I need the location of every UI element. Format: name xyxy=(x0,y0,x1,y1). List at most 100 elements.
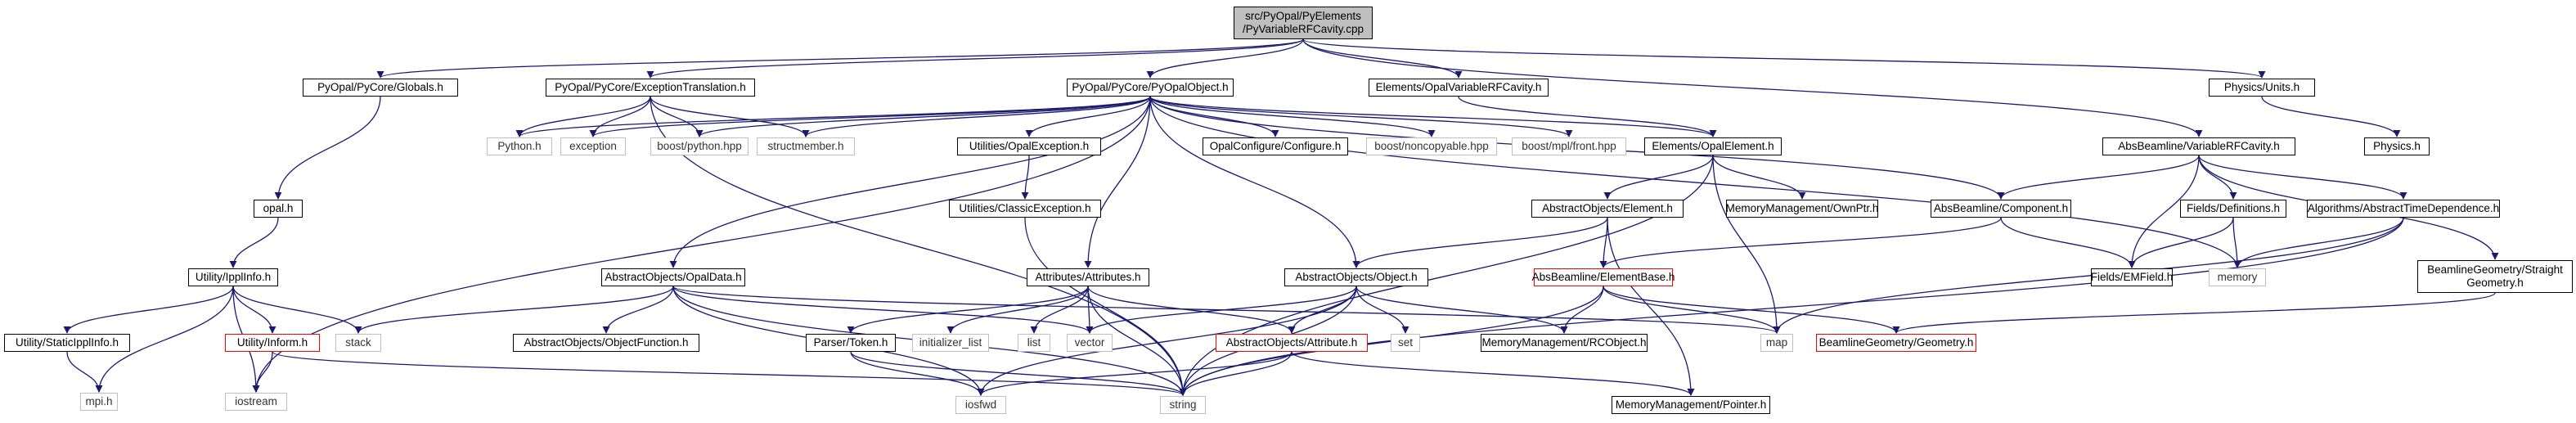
node-classic-exception-h[interactable]: Utilities/ClassicException.h xyxy=(949,200,1101,218)
edge-pyopal-object-h-to-boost-noncopyable-hpp xyxy=(1149,96,1436,137)
node-boost-mpl-front-hpp: boost/mpl/front.hpp xyxy=(1512,137,1626,155)
edge-attributes-h-to-initializer-list xyxy=(946,286,1089,334)
node-opal-h[interactable]: opal.h xyxy=(254,200,303,218)
edge-element-base-h-to-rcobject-h xyxy=(1560,286,1604,334)
node-component-h[interactable]: AbsBeamline/Component.h xyxy=(1931,200,2071,218)
node-label: Attributes/Attributes.h xyxy=(1035,271,1141,283)
edge-exception-translation-h-to-structmember-h xyxy=(650,96,810,137)
node-label: AbstractObjects/ObjectFunction.h xyxy=(524,336,689,349)
node-fields-definitions-h[interactable]: Fields/Definitions.h xyxy=(2180,200,2286,218)
node-structmember-h: structmember.h xyxy=(757,137,855,155)
node-label: vector xyxy=(1074,336,1105,349)
node-python-h: Python.h xyxy=(487,137,552,155)
edge-abstract-objects-element-h-to-pointer-h xyxy=(1607,217,1695,396)
edge-units-h-to-physics-h xyxy=(2261,96,2401,137)
node-abstract-objects-opal-data-h[interactable]: AbstractObjects/OpalData.h xyxy=(601,268,745,286)
node-abstract-objects-object-h[interactable]: AbstractObjects/Object.h xyxy=(1284,268,1428,286)
node-element-base-h[interactable]: AbsBeamline/ElementBase.h xyxy=(1531,268,1675,286)
node-opal-exception-h[interactable]: Utilities/OpalException.h xyxy=(957,137,1101,155)
node-physics-h[interactable]: Physics.h xyxy=(2364,137,2430,155)
edge-attributes-h-to-list xyxy=(1030,286,1089,334)
node-abs-variable-rf-cavity-h[interactable]: AbsBeamline/VariableRFCavity.h xyxy=(2102,137,2295,155)
edge-fields-definitions-h-to-emfield-h xyxy=(2128,217,2234,268)
node-label: OpalConfigure/Configure.h xyxy=(1209,140,1342,152)
node-label: PyOpal/PyCore/Globals.h xyxy=(317,81,443,93)
edge-pyopal-object-h-to-abstract-objects-object-h xyxy=(1149,96,1360,268)
node-label: Elements/OpalElement.h xyxy=(1652,140,1774,152)
node-label: iosfwd xyxy=(964,398,997,411)
node-geometry-h[interactable]: BeamlineGeometry/Geometry.h xyxy=(1816,334,1976,352)
node-iostream: iostream xyxy=(225,393,287,411)
edge-abs-variable-rf-cavity-h-to-emfield-h xyxy=(2128,155,2200,268)
node-list: list xyxy=(1018,334,1050,352)
edge-abstract-objects-opal-data-h-to-object-function-h xyxy=(602,286,674,334)
node-label: AbstractObjects/Element.h xyxy=(1542,202,1673,214)
node-units-h[interactable]: Physics/Units.h xyxy=(2209,79,2315,97)
node-label: PyOpal/PyCore/ExceptionTranslation.h xyxy=(555,81,746,93)
node-label: Python.h xyxy=(497,140,542,152)
edge-exception-translation-h-to-boost-python-hpp xyxy=(650,96,704,137)
node-label: PyOpal/PyCore/PyOpalObject.h xyxy=(1072,81,1229,93)
node-object-function-h[interactable]: AbstractObjects/ObjectFunction.h xyxy=(513,334,699,352)
edge-attributes-h-to-abstract-objects-attribute-h xyxy=(1087,286,1296,334)
edge-exception-translation-h-to-python-h xyxy=(515,96,651,137)
node-abstract-time-dependence-h[interactable]: Algorithms/AbstractTimeDependence.h xyxy=(2307,200,2500,218)
node-iosfwd: iosfwd xyxy=(955,396,1006,414)
edge-parser-token-h-to-iosfwd xyxy=(850,351,985,396)
node-opal-configure-h[interactable]: OpalConfigure/Configure.h xyxy=(1203,137,1348,155)
node-inform-h[interactable]: Utility/Inform.h xyxy=(225,334,320,352)
edge-root-pyvariablerfcavity-cpp-to-globals-h xyxy=(376,38,1304,79)
edge-pyopal-object-h-to-abstract-objects-opal-data-h xyxy=(669,96,1151,268)
node-label: AbsBeamline/Component.h xyxy=(1933,202,2069,214)
node-label: mpi.h xyxy=(85,395,113,407)
node-label: map xyxy=(1765,336,1788,349)
node-rcobject-h[interactable]: MemoryManagement/RCObject.h xyxy=(1481,334,1648,352)
node-label: structmember.h xyxy=(767,140,844,152)
node-attributes-h[interactable]: Attributes/Attributes.h xyxy=(1027,268,1149,286)
edge-exception-translation-h-to-exception xyxy=(589,96,651,137)
edge-abstract-objects-object-h-to-iosfwd xyxy=(977,286,1357,396)
edge-pyopal-object-h-to-exception xyxy=(589,96,1151,137)
edge-root-pyvariablerfcavity-cpp-to-pyopal-object-h xyxy=(1146,38,1304,79)
node-label: string xyxy=(1169,398,1197,411)
node-label: boost/python.hpp xyxy=(657,140,742,152)
node-globals-h[interactable]: PyOpal/PyCore/Globals.h xyxy=(303,79,458,97)
node-opal-element-h[interactable]: Elements/OpalElement.h xyxy=(1644,137,1782,155)
node-pyopal-object-h[interactable]: PyOpal/PyCore/PyOpalObject.h xyxy=(1067,79,1234,97)
node-own-ptr-h[interactable]: MemoryManagement/OwnPtr.h xyxy=(1726,200,1878,218)
node-exception: exception xyxy=(560,137,626,155)
node-label: Physics.h xyxy=(2373,140,2421,152)
edge-abstract-objects-object-h-to-rcobject-h xyxy=(1355,286,1568,334)
node-pointer-h[interactable]: MemoryManagement/Pointer.h xyxy=(1612,396,1770,414)
node-label: AbstractObjects/Attribute.h xyxy=(1225,336,1358,349)
node-ippl-info-h[interactable]: Utility/IpplInfo.h xyxy=(188,268,278,286)
node-exception-translation-h[interactable]: PyOpal/PyCore/ExceptionTranslation.h xyxy=(546,79,755,97)
edge-pyopal-object-h-to-structmember-h xyxy=(802,96,1151,137)
edge-opal-element-h-to-abstract-objects-element-h xyxy=(1603,155,1714,200)
edge-root-pyvariablerfcavity-cpp-to-units-h xyxy=(1302,38,2266,79)
node-abstract-objects-attribute-h[interactable]: AbstractObjects/Attribute.h xyxy=(1216,334,1368,352)
node-straight-geometry-h[interactable]: BeamlineGeometry/Straight Geometry.h xyxy=(2417,260,2573,293)
node-abstract-objects-element-h[interactable]: AbstractObjects/Element.h xyxy=(1531,200,1684,218)
edge-globals-h-to-opal-h xyxy=(274,96,381,200)
node-emfield-h[interactable]: Fields/EMField.h xyxy=(2091,268,2173,286)
node-static-ippl-info-h[interactable]: Utility/StaticIpplInfo.h xyxy=(4,334,130,352)
edge-abstract-time-dependence-h-to-memory xyxy=(2233,217,2404,268)
node-label: AbsBeamline/ElementBase.h xyxy=(1531,271,1675,283)
node-label: MemoryManagement/RCObject.h xyxy=(1481,336,1647,349)
edge-abstract-objects-element-h-to-abstract-objects-object-h xyxy=(1352,217,1608,268)
edge-abstract-objects-attribute-h-to-string xyxy=(1179,351,1292,396)
edge-pyopal-object-h-to-opal-exception-h xyxy=(1025,96,1151,137)
edge-ippl-info-h-to-mpi-h xyxy=(95,286,234,393)
node-label: Fields/Definitions.h xyxy=(2186,202,2281,214)
node-label: stack xyxy=(345,336,371,349)
node-label: Parser/Token.h xyxy=(813,336,888,349)
node-opal-variable-rf-cavity-h[interactable]: Elements/OpalVariableRFCavity.h xyxy=(1369,79,1549,97)
node-label: AbstractObjects/OpalData.h xyxy=(605,271,742,283)
edge-ippl-info-h-to-inform-h xyxy=(232,286,276,334)
node-boost-noncopyable-hpp: boost/noncopyable.hpp xyxy=(1366,137,1497,155)
node-label: set xyxy=(1397,336,1413,349)
node-label: Utility/Inform.h xyxy=(236,336,308,349)
node-parser-token-h[interactable]: Parser/Token.h xyxy=(806,334,896,352)
edge-abstract-objects-attribute-h-to-iosfwd xyxy=(977,351,1292,396)
